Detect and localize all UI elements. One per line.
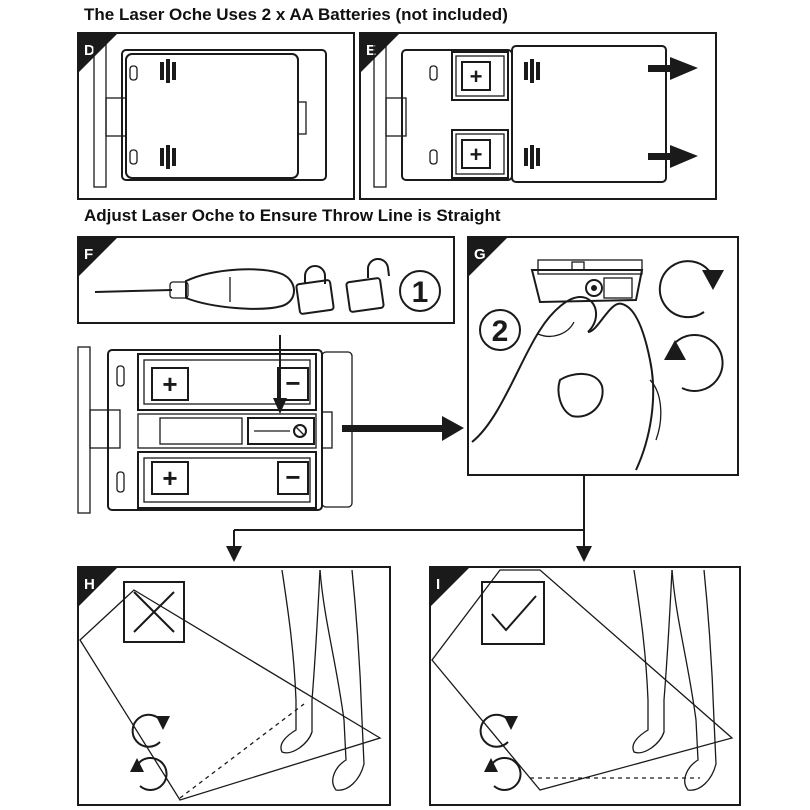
- right-arrow-icon: [342, 416, 464, 441]
- rotate-counterclockwise-icon: [484, 756, 522, 791]
- rotate-counterclockwise-icon: [130, 756, 168, 791]
- battery-plus-mark: +: [162, 369, 177, 399]
- panel-h: H: [77, 566, 391, 806]
- battery-plus-mark: +: [470, 64, 483, 89]
- battery-minus-mark: −: [285, 368, 300, 398]
- battery-plus-mark: +: [162, 463, 177, 493]
- contact-spring-icon: [160, 59, 176, 83]
- rotate-counterclockwise-icon: [664, 334, 724, 392]
- panel-f-label: F: [84, 246, 93, 263]
- screwdriver-icon: [94, 268, 295, 310]
- panel-i: I: [429, 566, 741, 806]
- panel-d-label: D: [84, 42, 95, 59]
- down-arrow-icon: [273, 335, 287, 414]
- panel-g-label: G: [474, 246, 486, 263]
- panel-g: G 2: [467, 236, 739, 476]
- panel-e: E + +: [359, 32, 717, 200]
- rotate-clockwise-icon: [658, 260, 724, 319]
- contact-spring-icon: [524, 59, 540, 83]
- step-one-number: 1: [412, 276, 429, 309]
- right-arrow-icon: [648, 57, 698, 80]
- rotate-clockwise-icon: [131, 713, 170, 748]
- battery-heading: The Laser Oche Uses 2 x AA Batteries (no…: [84, 5, 508, 24]
- step-two-number: 2: [492, 315, 509, 348]
- panel-f: F 1: [77, 236, 455, 324]
- laser-oche-device: + − + −: [77, 335, 353, 514]
- hand-illustration: [471, 295, 662, 471]
- cross-mark-icon: [123, 581, 185, 643]
- padlock-unlocked-icon: [345, 258, 390, 313]
- battery-plus-mark: +: [470, 142, 483, 167]
- panel-i-label: I: [436, 576, 440, 593]
- branch-arrow-icon: [226, 476, 592, 562]
- contact-spring-icon: [524, 145, 540, 169]
- contact-spring-icon: [160, 145, 176, 169]
- panel-d: D: [77, 32, 355, 200]
- padlock-locked-icon: [295, 265, 335, 315]
- adjust-heading: Adjust Laser Oche to Ensure Throw Line i…: [84, 206, 501, 225]
- right-arrow-icon: [648, 145, 698, 168]
- check-mark-icon: [481, 581, 545, 645]
- rotate-clockwise-icon: [479, 713, 518, 748]
- battery-minus-mark: −: [285, 462, 300, 492]
- panel-h-label: H: [84, 576, 95, 593]
- panel-e-label: E: [366, 42, 376, 59]
